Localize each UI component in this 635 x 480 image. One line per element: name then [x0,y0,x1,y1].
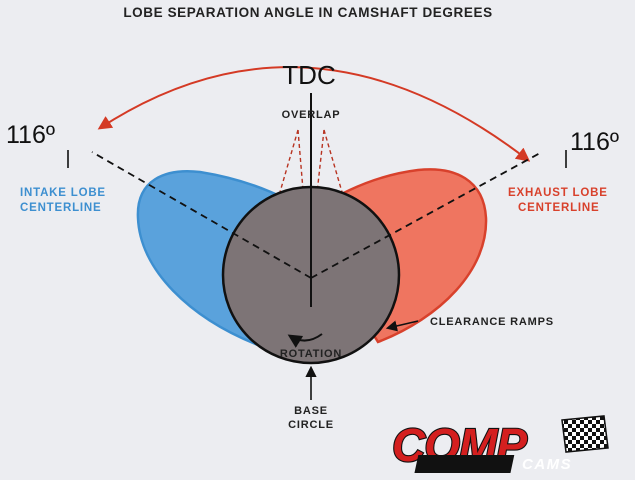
rotation-arrow [287,333,323,348]
logo-sub: CAMS [522,456,572,473]
exhaust-centerline [310,151,543,279]
intake-label-line1: INTAKE LOBE [20,187,106,199]
logo-sub-band [414,455,515,473]
clearance-ramps-arrow [385,320,419,332]
intake-centerline [91,151,312,279]
base-label-line1: BASE [294,405,328,417]
exhaust-angle-label: 116º [570,128,619,156]
comp-cams-logo: COMP CAMS [391,415,609,473]
clearance-ramps-label: CLEARANCE RAMPS [430,316,554,328]
separation-arc-arrow [97,66,531,162]
tdc-label: TDC [282,60,335,90]
overlap-label: OVERLAP [282,109,341,121]
exhaust-label-line1: EXHAUST LOBE [508,187,608,199]
exhaust-label-line2: CENTERLINE [518,202,599,214]
rotation-label: ROTATION [280,348,342,360]
diagram-title: LOBE SEPARATION ANGLE IN CAMSHAFT DEGREE… [123,5,492,20]
intake-angle-label: 116º [6,121,55,149]
base-label-line2: CIRCLE [288,419,334,431]
checkered-flag-icon [561,415,609,453]
overlap-lines [279,129,343,203]
intake-label-line2: CENTERLINE [20,202,101,214]
